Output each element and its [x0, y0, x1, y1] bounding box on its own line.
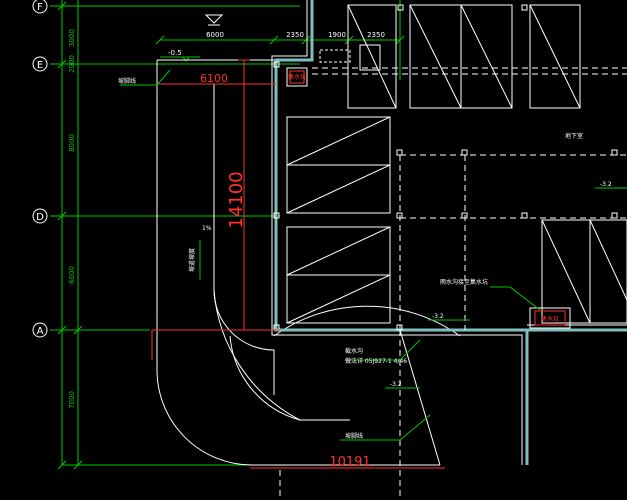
dashed-lines [279, 67, 627, 500]
vdim-text-5: 7000 [68, 391, 76, 409]
red-dim-width-bottom: 10191 [329, 455, 370, 470]
ramp-mid-arc [229, 335, 350, 421]
dim-ticks [57, 1, 405, 470]
pit-right-label: 集水坑 [541, 315, 559, 323]
label-ditch: 截水沟 [345, 347, 363, 355]
axis-label-d: D [36, 212, 44, 223]
axis-bubble-f[interactable]: F [32, 0, 48, 14]
elevation-lower: -3.2 [390, 381, 402, 388]
parking-stalls-left [286, 116, 391, 324]
label-ramp-edge-top: 坡脚线 [118, 77, 136, 85]
parking-stall-right-1 [541, 219, 627, 324]
elevation-top-text: -0.5 [168, 49, 182, 57]
vdim-text-3: 8000 [68, 134, 76, 152]
vdim-text-1: 3000 [68, 29, 76, 47]
wall-main [274, 0, 529, 465]
label-drain-note: 雨水沟接至集水坑 [440, 278, 488, 286]
sump-pit-top[interactable]: 集水坑 [286, 67, 308, 87]
red-dimension-lines [151, 59, 445, 469]
vertical-dimensions: 3000 2000 8000 6000 7000 [68, 29, 76, 409]
drain-box-top [319, 44, 381, 71]
label-slope-value: 1% [202, 225, 212, 232]
leader-ditch [340, 414, 431, 441]
axis-label-a: A [37, 326, 44, 337]
wall-outline [274, 0, 627, 465]
top-dimensions: 6000 2350 1900 2350 [206, 31, 385, 39]
leader-ditch-ref [345, 339, 421, 361]
wall-inner-lines [271, 0, 627, 465]
elevation-right-lower: -3.2 [432, 313, 444, 320]
axis-label-e: E [37, 60, 43, 71]
axis-bubble-a[interactable]: A [32, 322, 48, 338]
sump-pit-right[interactable]: 集水坑 [529, 307, 571, 329]
elevation-labels: -3.2 -3.2 -3.2 [385, 181, 627, 389]
ramp-outline [156, 59, 461, 466]
label-ditch-ref: 做法详 05J927-1 4/46 [345, 357, 407, 365]
elevation-marker-top: -0.5 [160, 49, 200, 62]
ramp-slope-line [399, 329, 441, 466]
red-dim-width-top: 6100 [200, 72, 228, 85]
leader-drain-note [490, 286, 541, 311]
label-basement-room: 地下室 [565, 132, 583, 140]
leader-ramp-edge-top [120, 69, 171, 86]
parking-stall-top-1 [347, 4, 397, 109]
top-dim-4: 2350 [367, 31, 385, 39]
axis-label-f: F [37, 2, 43, 13]
annotation-labels: 坡脚线 地下室 雨水沟接至集水坑 截水沟 做法详 05J927-1 4/46 坡… [118, 77, 583, 440]
red-dim-length: 14100 [226, 171, 247, 228]
grid-axis-lines [50, 0, 401, 466]
leader-lines [120, 69, 541, 441]
vdim-text-4: 6000 [68, 266, 76, 284]
ramp-inner-arc [213, 289, 301, 421]
parking-stall-top-3 [529, 4, 581, 109]
top-dim-2: 2350 [286, 31, 304, 39]
ramp-lower-arc [273, 305, 461, 337]
parking-stalls-top [347, 4, 581, 109]
level-marker-icon [204, 14, 224, 26]
parking-stalls-right [541, 219, 627, 324]
top-dim-1: 6000 [206, 31, 224, 39]
vdim-text-2: 2000 [68, 55, 76, 73]
label-slope-note: 坡道坡度 [188, 248, 196, 272]
ramp-outer-edge [156, 60, 440, 466]
axis-bubble-e[interactable]: E [32, 56, 48, 72]
pit-top-label: 集水坑 [288, 73, 306, 81]
axis-bubble-d[interactable]: D [32, 208, 48, 224]
elevation-right-upper: -3.2 [600, 181, 612, 188]
label-ramp-edge-bottom: 坡脚线 [345, 432, 363, 440]
top-dim-3: 1900 [328, 31, 346, 39]
